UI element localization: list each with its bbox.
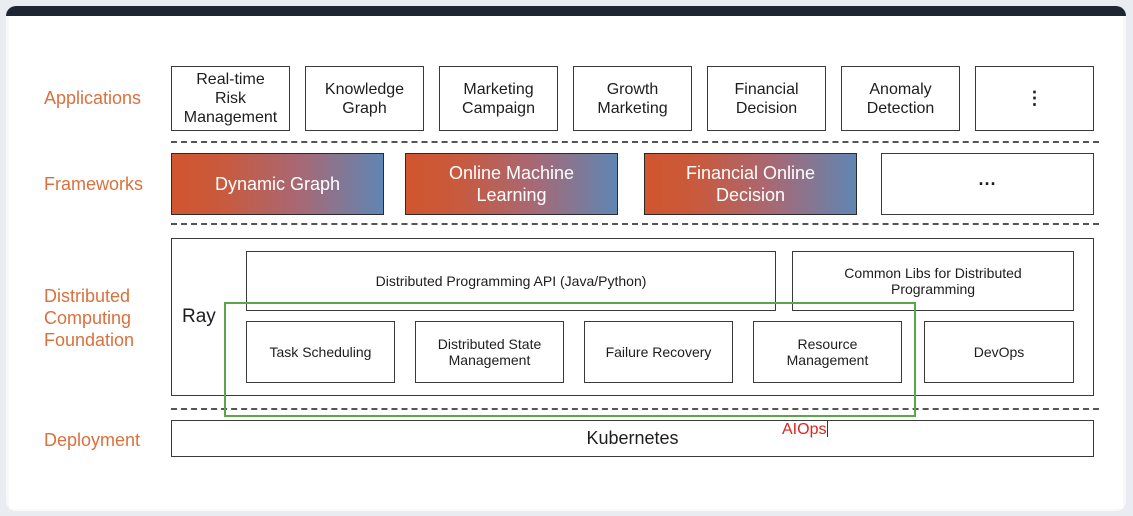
app-box-risk-management: Real-time Risk Management [171,66,290,131]
layer-label-frameworks: Frameworks [44,174,144,194]
app-box-knowledge-graph: Knowledge Graph [305,66,424,131]
framework-box-dynamic-graph: Dynamic Graph [171,153,384,215]
layer-label-deployment: Deployment [44,430,141,450]
divider-frameworks [171,223,1099,225]
common-libs-box: Common Libs for Distributed Programming [792,251,1074,311]
kubernetes-box: Kubernetes [171,420,1094,457]
app-box-more: ⋮ [975,66,1094,131]
app-box-growth-marketing: Growth Marketing [573,66,692,131]
module-resource-management: Resource Management [753,321,902,383]
aiops-annotation[interactable]: AIOps [782,420,829,439]
framework-box-more: ··· [881,153,1094,215]
text-caret [827,420,829,437]
framework-box-online-ml: Online Machine Learning [405,153,618,215]
layer-label-foundation: Distributed Computing Foundation [44,286,135,350]
window-top-bar [6,6,1126,16]
module-failure-recovery: Failure Recovery [584,321,733,383]
divider-foundation [171,408,1099,410]
aiops-text: AIOps [782,421,827,438]
distributed-api-box: Distributed Programming API (Java/Python… [246,251,776,311]
module-distributed-state: Distributed State Management [415,321,564,383]
app-box-financial-decision: Financial Decision [707,66,826,131]
app-box-anomaly-detection: Anomaly Detection [841,66,960,131]
framework-box-financial-online-decision: Financial Online Decision [644,153,857,215]
ray-label: Ray [182,306,216,327]
divider-applications [171,141,1099,143]
module-task-scheduling: Task Scheduling [246,321,395,383]
aiops-highlight-box [224,302,916,417]
app-box-marketing-campaign: Marketing Campaign [439,66,558,131]
module-devops: DevOps [924,321,1074,383]
window-frame: Applications Frameworks Distributed Comp… [6,6,1126,511]
diagram-canvas: Applications Frameworks Distributed Comp… [9,16,1123,509]
layer-label-applications: Applications [44,88,142,108]
